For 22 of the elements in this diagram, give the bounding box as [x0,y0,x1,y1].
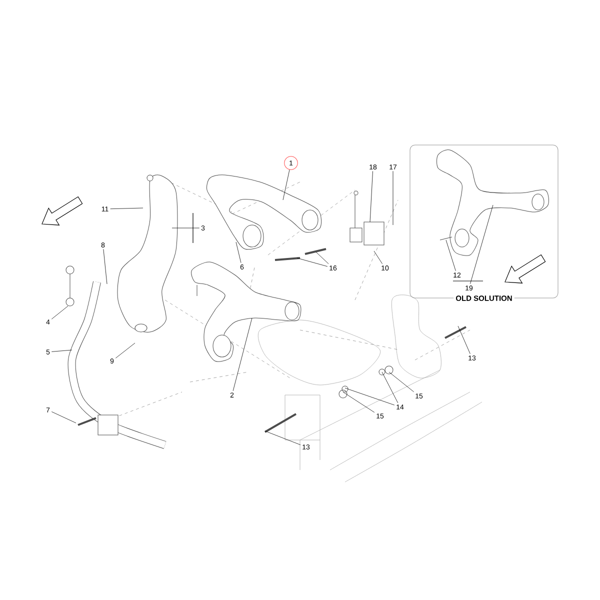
leader-line [282,170,290,200]
leader-line [236,242,242,264]
leader-line [374,250,382,264]
leader-line [446,240,456,272]
leader-line [51,306,68,320]
leader-line [51,412,76,424]
leader-line [470,204,494,284]
leader-line [296,258,328,267]
leader-line [110,208,144,210]
leader-line [264,430,301,446]
leader-line [370,170,373,222]
leader-line [388,372,414,392]
leader-line [392,170,394,226]
leader-line [342,392,375,413]
leader-line [103,248,108,284]
leader-line [458,326,470,354]
leader-line [382,372,398,404]
leader-line [115,342,136,358]
leader-line [51,350,72,352]
leader-line [232,318,252,392]
leader-line [344,388,395,406]
leader-line [316,252,329,264]
